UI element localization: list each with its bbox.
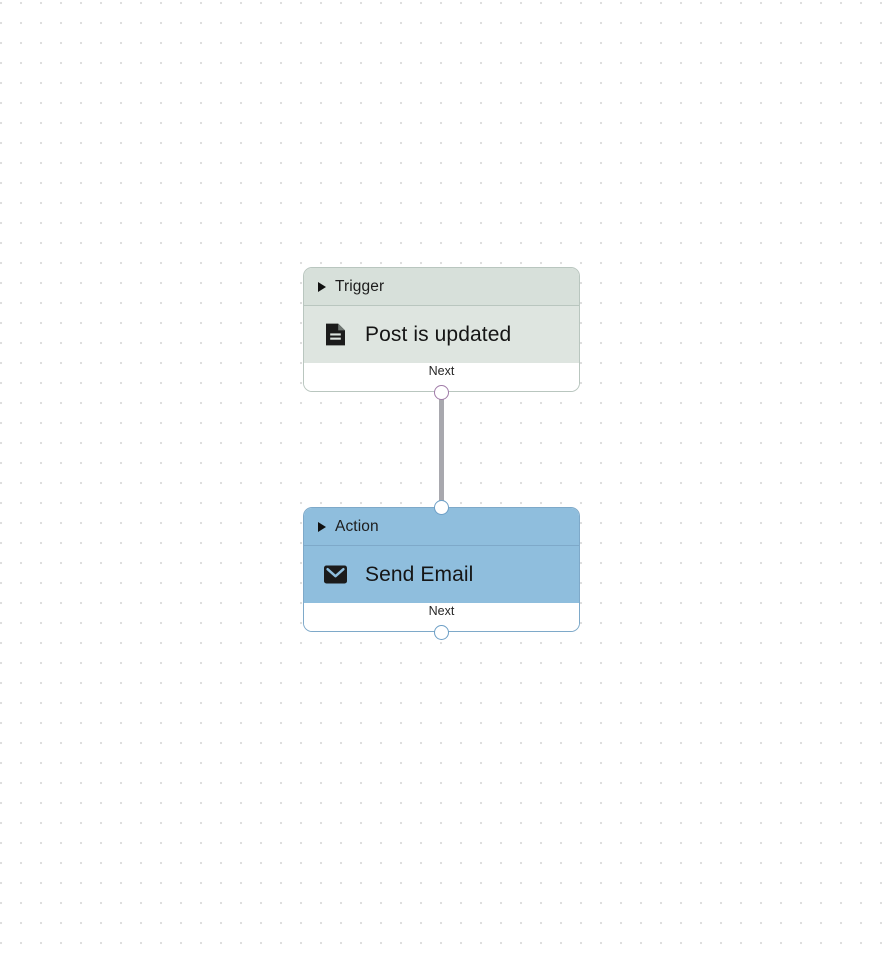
- action-next-port[interactable]: [434, 624, 449, 640]
- envelope-icon: [323, 562, 348, 587]
- node-trigger-frame: Trigger Post is updated Next: [303, 267, 580, 392]
- node-trigger[interactable]: Trigger Post is updated Next: [303, 267, 580, 400]
- node-action-next-label: Next: [428, 604, 455, 618]
- node-action[interactable]: Action Send Email Next: [303, 499, 580, 640]
- node-action-body-label: Send Email: [365, 562, 474, 586]
- document-icon: [323, 322, 348, 347]
- node-trigger-body-label: Post is updated: [365, 322, 512, 346]
- node-action-header-label: Action: [335, 517, 379, 535]
- node-action-frame: Action Send Email Next: [303, 507, 580, 632]
- node-trigger-body[interactable]: Post is updated: [304, 306, 579, 363]
- node-action-body[interactable]: Send Email: [304, 546, 579, 603]
- node-trigger-next-label: Next: [428, 364, 455, 378]
- trigger-next-port[interactable]: [434, 384, 449, 400]
- node-trigger-footer[interactable]: Next: [304, 363, 579, 391]
- node-trigger-header-label: Trigger: [335, 277, 385, 295]
- triangle-right-icon[interactable]: [318, 521, 326, 532]
- action-input-port[interactable]: [434, 499, 449, 515]
- node-trigger-header[interactable]: Trigger: [304, 268, 579, 306]
- triangle-right-icon[interactable]: [318, 281, 326, 292]
